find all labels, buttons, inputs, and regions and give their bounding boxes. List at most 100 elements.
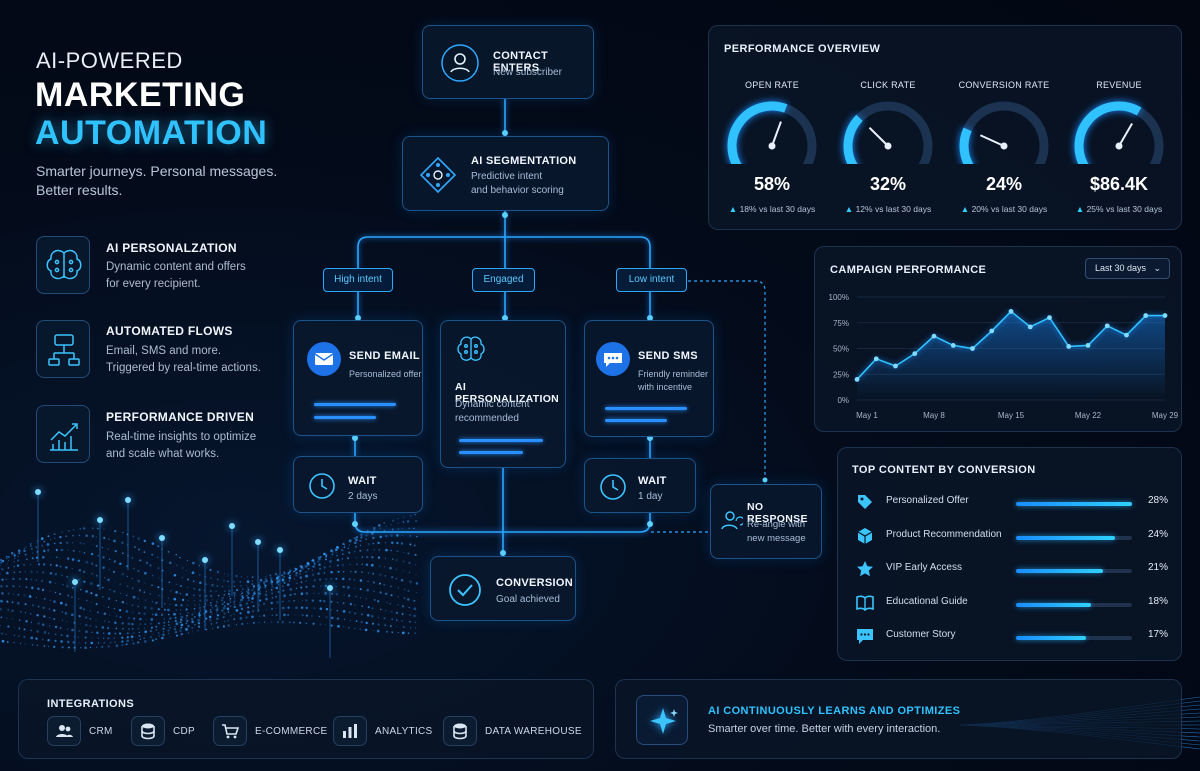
gauge-dial [843, 101, 933, 164]
trend-up-icon: ▲ [960, 204, 970, 214]
bar-fill [1016, 602, 1091, 607]
node-subtitle-line2: new message [747, 533, 806, 544]
integration-analytics[interactable]: ANALYTICS [333, 716, 433, 746]
gauge-hub [884, 142, 892, 150]
y-tick-label: 100% [829, 293, 849, 302]
feature-desc-line2: Triggered by real-time actions. [106, 362, 261, 374]
data-point[interactable] [950, 343, 956, 348]
date-range-select[interactable]: Last 30 days ⌄ [1085, 258, 1170, 279]
panel-title: PERFORMANCE OVERVIEW [724, 43, 881, 55]
data-point[interactable] [1008, 309, 1014, 314]
flow-node-send-sms[interactable]: SEND SMS Friendly reminder with incentiv… [584, 320, 714, 437]
ai-banner-title: AI CONTINUOUSLY LEARNS AND OPTIMIZES [708, 705, 961, 717]
y-tick-label: 0% [837, 396, 849, 405]
node-title: SEND EMAIL [349, 350, 420, 362]
cart-icon [213, 716, 247, 746]
flow-node-ai-personalization[interactable]: AI PERSONALIZATION Dynamic content recom… [440, 320, 566, 468]
data-point[interactable] [989, 328, 995, 334]
integration-cdp[interactable]: CDP [131, 716, 195, 746]
node-title: AI PERSONALIZATION [455, 381, 560, 405]
x-tick-label: May 1 [856, 411, 878, 420]
gauge-fill [1074, 101, 1142, 164]
node-subtitle-line1: Predictive intent [471, 171, 543, 182]
branch-high-intent[interactable]: High intent [323, 268, 393, 292]
data-point[interactable] [1104, 323, 1110, 329]
chevron-down-icon: ⌄ [1153, 263, 1161, 273]
data-point[interactable] [1124, 332, 1129, 338]
flow-icon [36, 320, 90, 378]
gauge-needle [1118, 123, 1133, 147]
node-title: WAIT [348, 475, 377, 487]
data-point[interactable] [893, 363, 898, 369]
data-point[interactable] [1047, 315, 1052, 320]
flow-node-contact-enters[interactable]: CONTACT ENTERS New subscriber [422, 25, 594, 99]
hero-kicker: AI-POWERED [36, 48, 183, 73]
branch-engaged[interactable]: Engaged [472, 268, 535, 292]
content-line-decoration [314, 403, 396, 406]
content-label: VIP Early Access [886, 562, 962, 573]
data-point[interactable] [912, 351, 918, 357]
integration-data-warehouse[interactable]: DATA WAREHOUSE [443, 716, 582, 746]
x-tick-label: May 15 [998, 411, 1025, 420]
x-tick-label: May 22 [1075, 411, 1102, 420]
feature-title: AI PERSONALZATION [106, 241, 237, 255]
feature-title: PERFORMANCE DRIVEN [106, 410, 255, 424]
integration-e-commerce[interactable]: E-COMMERCE [213, 716, 327, 746]
node-title: SEND SMS [638, 350, 698, 362]
flow-node-wait-2-days[interactable]: WAIT 2 days [293, 456, 423, 513]
gauge-dial [959, 101, 1049, 164]
data-point[interactable] [1027, 324, 1033, 330]
content-line-decoration [459, 439, 543, 442]
delta-value: 25% [1086, 204, 1104, 214]
node-subtitle-line1: Re-angle with [747, 519, 806, 530]
top-content-panel: TOP CONTENT BY CONVERSION Personalized O… [837, 447, 1182, 661]
data-point[interactable] [1066, 344, 1072, 349]
gauge-delta: ▲ 18% vs last 30 days [717, 204, 827, 214]
data-point[interactable] [873, 356, 879, 362]
x-tick-label: May 29 [1152, 411, 1179, 420]
panel-title: TOP CONTENT BY CONVERSION [852, 464, 1036, 476]
sparkle-icon [636, 695, 688, 745]
flow-node-conversion[interactable]: CONVERSION Goal achieved [430, 556, 576, 621]
integration-crm[interactable]: CRM [47, 716, 113, 746]
flow-node-wait-1-day[interactable]: WAIT 1 day [584, 458, 696, 513]
hero-subtitle-line1: Smarter journeys. Personal messages. [36, 163, 278, 179]
campaign-performance-panel: CAMPAIGN PERFORMANCE Last 30 days ⌄ 100%… [814, 246, 1182, 432]
data-point[interactable] [931, 333, 937, 339]
x-tick-label: May 8 [923, 411, 945, 420]
feature-desc-line1: Real-time insights to optimize [106, 431, 257, 443]
data-point[interactable] [970, 346, 975, 351]
flow-node-ai-segmentation[interactable]: AI SEGMENTATION Predictive intent and be… [402, 136, 609, 211]
delta-suffix: vs last 30 days [758, 204, 816, 214]
feature-desc-line1: Email, SMS and more. [106, 345, 222, 357]
branch-low-intent[interactable]: Low intent [616, 268, 687, 292]
gauge-fill [727, 101, 788, 164]
y-tick-label: 50% [833, 345, 849, 354]
hero-title-line1: MARKETING [35, 76, 246, 114]
trend-up-icon: ▲ [844, 204, 854, 214]
delta-value: 20% [971, 204, 989, 214]
check-circle-icon [449, 574, 481, 606]
data-point[interactable] [1143, 313, 1149, 318]
email-icon [307, 342, 341, 376]
gauge-delta: ▲ 25% vs last 30 days [1064, 204, 1174, 214]
node-subtitle: Goal achieved [496, 594, 560, 605]
content-percent: 17% [1147, 629, 1168, 640]
data-point[interactable] [1085, 343, 1091, 348]
data-point[interactable] [854, 377, 860, 382]
content-percent: 21% [1147, 562, 1168, 573]
delta-suffix: vs last 30 days [1105, 204, 1163, 214]
y-tick-label: 75% [833, 319, 849, 328]
data-point[interactable] [1162, 313, 1168, 318]
integration-label: ANALYTICS [375, 725, 433, 737]
brain-icon [36, 236, 90, 294]
content-label: Product Recommendation [886, 528, 1002, 540]
flow-node-no-response[interactable]: NO RESPONSE Re-angle with new message [710, 484, 822, 559]
content-percent: 18% [1147, 595, 1168, 607]
flow-node-send-email[interactable]: SEND EMAIL Personalized offer [293, 320, 423, 436]
trend-up-icon: ▲ [728, 204, 738, 214]
node-title: WAIT [638, 475, 667, 487]
user-refresh-icon [721, 511, 743, 530]
